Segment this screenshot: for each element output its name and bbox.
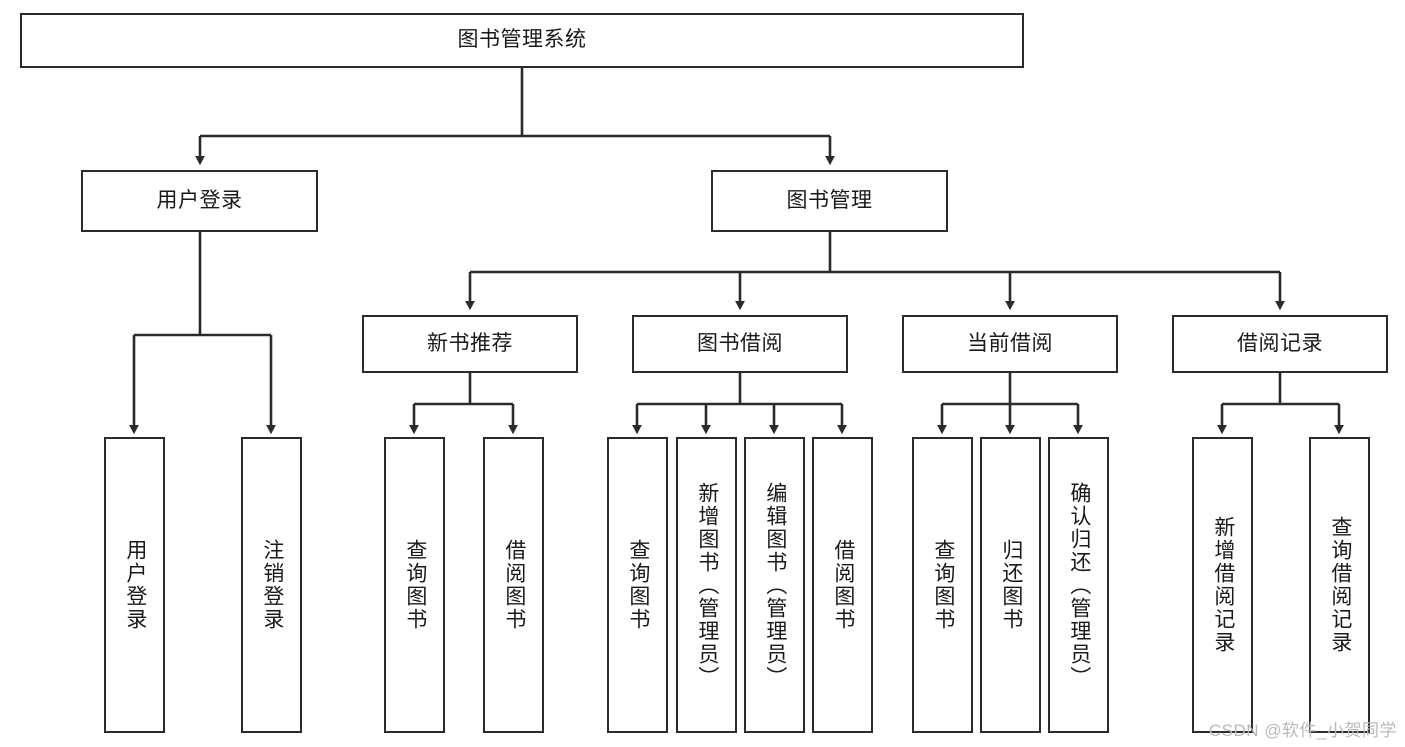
node-label: 当前借阅: [967, 331, 1053, 355]
node-leaf-edit-book-admin[interactable]: 编辑图书（管理员）: [744, 437, 805, 733]
node-label: 查询图书: [626, 539, 650, 631]
node-label: 用户登录: [123, 539, 147, 631]
node-label: 查询图书: [931, 539, 955, 631]
node-user-login[interactable]: 用户登录: [81, 170, 318, 232]
node-label: 归还图书: [999, 539, 1023, 631]
node-leaf-add-book-admin[interactable]: 新增图书（管理员）: [676, 437, 737, 733]
node-label: 查询图书: [403, 539, 427, 631]
node-label: 查询借阅记录: [1328, 516, 1352, 654]
node-label: 新增借阅记录: [1211, 516, 1235, 654]
node-new-book-recommendation[interactable]: 新书推荐: [362, 315, 578, 373]
node-leaf-query-borrow-record[interactable]: 查询借阅记录: [1309, 437, 1370, 733]
node-leaf-query-books-borrowing[interactable]: 查询图书: [607, 437, 668, 733]
node-leaf-query-books-recommend[interactable]: 查询图书: [384, 437, 445, 733]
node-borrowing-records[interactable]: 借阅记录: [1172, 315, 1388, 373]
node-leaf-user-login[interactable]: 用户登录: [104, 437, 165, 733]
node-label: 图书借阅: [697, 331, 783, 355]
node-label: 新增图书（管理员）: [695, 481, 719, 689]
node-leaf-query-books-current[interactable]: 查询图书: [912, 437, 973, 733]
node-leaf-confirm-return-admin[interactable]: 确认归还（管理员）: [1048, 437, 1109, 733]
node-book-borrowing[interactable]: 图书借阅: [632, 315, 848, 373]
node-leaf-borrow-books-borrowing[interactable]: 借阅图书: [812, 437, 873, 733]
node-leaf-logout[interactable]: 注销登录: [241, 437, 302, 733]
node-label: 编辑图书（管理员）: [763, 481, 787, 689]
node-label: 图书管理系统: [457, 28, 587, 52]
node-label: 用户登录: [156, 188, 243, 212]
node-current-borrowing[interactable]: 当前借阅: [902, 315, 1118, 373]
node-label: 借阅图书: [831, 539, 855, 631]
node-label: 借阅图书: [502, 539, 526, 631]
node-leaf-add-borrow-record[interactable]: 新增借阅记录: [1192, 437, 1253, 733]
node-leaf-borrow-books-recommend[interactable]: 借阅图书: [483, 437, 544, 733]
node-book-management[interactable]: 图书管理: [711, 170, 948, 232]
node-label: 借阅记录: [1237, 331, 1323, 355]
node-root-book-management-system[interactable]: 图书管理系统: [20, 13, 1024, 68]
node-label: 确认归还（管理员）: [1067, 481, 1091, 689]
node-label: 图书管理: [786, 188, 873, 212]
node-label: 注销登录: [260, 539, 284, 631]
node-label: 新书推荐: [427, 331, 513, 355]
node-leaf-return-books[interactable]: 归还图书: [980, 437, 1041, 733]
